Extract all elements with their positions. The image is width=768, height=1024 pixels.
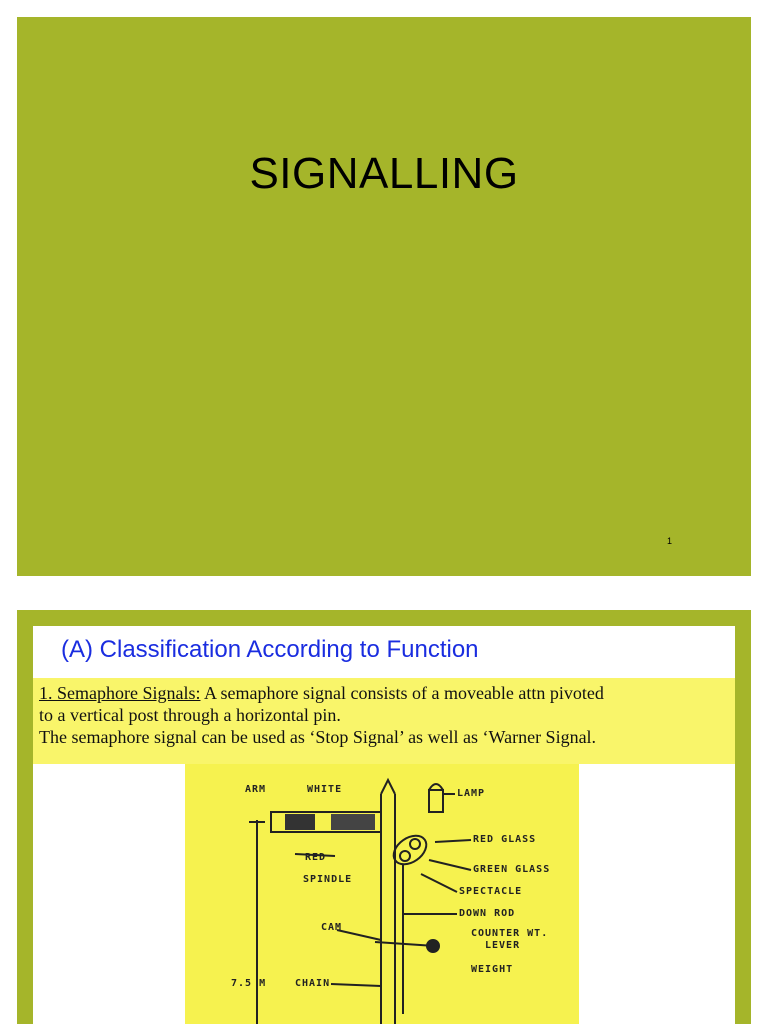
leader-red-glass: [434, 839, 472, 843]
arm-dark-band-2: [331, 814, 375, 830]
leader-spectacle: [420, 873, 458, 893]
label-down-rod: DOWN ROD: [459, 908, 516, 919]
green-glass-ring: [409, 838, 421, 850]
slide-number: 1: [667, 536, 673, 546]
counter-lever: [374, 941, 436, 947]
arm-dark-band: [285, 814, 315, 830]
label-chain: CHAIN: [295, 978, 331, 989]
lamp-top: [428, 783, 444, 791]
label-weight: WEIGHT: [471, 964, 514, 975]
term-label: 1. Semaphore Signals:: [39, 683, 201, 703]
label-green-glass: GREEN GLASS: [473, 864, 551, 875]
paragraph-line-1-rest: A semaphore signal consists of a moveabl…: [200, 683, 604, 703]
paragraph-line-2: to a vertical post through a horizontal …: [39, 705, 341, 725]
title-slide: SIGNALLING 1: [17, 17, 751, 576]
label-cam: CAM: [321, 922, 343, 933]
post-finial: [380, 777, 396, 795]
label-red-glass: RED GLASS: [473, 834, 537, 845]
label-spectacle: SPECTACLE: [459, 886, 523, 897]
label-white: WHITE: [307, 784, 343, 795]
content-slide: (A) Classification According to Function…: [17, 610, 751, 1024]
paragraph-line-1: 1. Semaphore Signals: A semaphore signal…: [39, 682, 731, 704]
label-lever: LEVER: [485, 940, 521, 951]
red-glass-ring: [399, 850, 411, 862]
semaphore-diagram: ARM WHITE LAMP RED RED GLASS SPINDLE GRE…: [185, 764, 579, 1024]
label-arm: ARM: [245, 784, 267, 795]
label-height: 7.5 M: [231, 978, 267, 989]
slide-title: SIGNALLING: [249, 149, 519, 198]
leader-red: [294, 853, 336, 857]
label-spindle: SPINDLE: [303, 874, 353, 885]
label-lamp: LAMP: [457, 788, 486, 799]
leader-cam: [336, 929, 382, 941]
leader-chain: [330, 983, 382, 987]
section-heading: (A) Classification According to Function: [61, 636, 479, 663]
spectacle: [392, 834, 428, 866]
label-counter-wt: COUNTER WT.: [471, 928, 549, 939]
definition-textbox: 1. Semaphore Signals: A semaphore signal…: [33, 678, 735, 764]
paragraph-line-3: The semaphore signal can be used as ‘Sto…: [39, 727, 597, 747]
counter-weight: [426, 939, 440, 953]
content-panel: (A) Classification According to Function…: [33, 626, 735, 1024]
lamp: [428, 789, 444, 813]
semaphore-drawing: [249, 777, 472, 1024]
leader-green-glass: [428, 859, 472, 871]
label-red: RED: [305, 852, 327, 863]
